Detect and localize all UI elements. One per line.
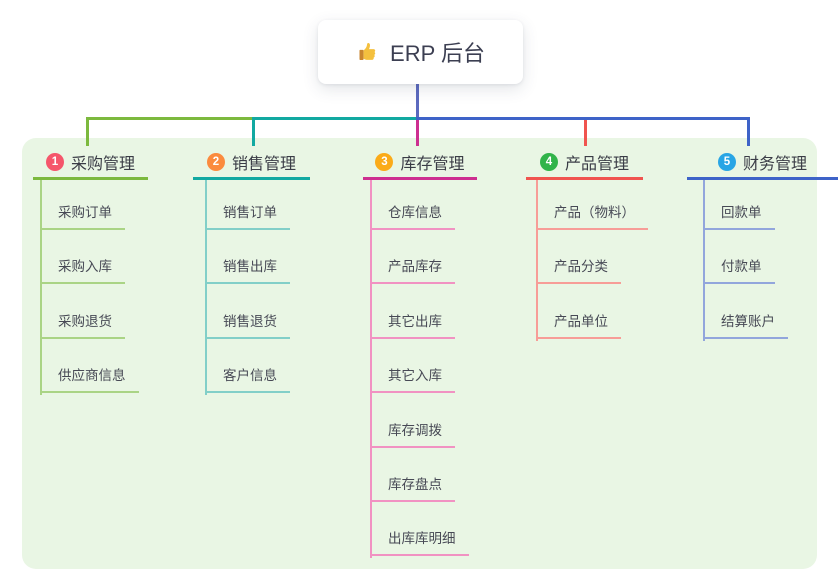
branch-number-badge: 4 [539,152,558,171]
connector-drop-branch-5 [747,117,750,146]
child-node[interactable]: 付款单 [703,258,775,285]
branch-node-4[interactable]: 4 产品管理 [526,146,643,180]
branch-node-label: 产品管理 [564,155,629,173]
child-node[interactable]: 回款单 [703,204,775,230]
child-node[interactable]: 销售订单 [205,204,290,230]
child-node[interactable]: 采购订单 [40,204,125,230]
child-node[interactable]: 出库库明细 [370,530,469,557]
child-node[interactable]: 销售出库 [205,258,290,285]
branch-node-label: 采购管理 [70,155,135,173]
branch-child-line [370,178,372,559]
child-node[interactable]: 仓库信息 [370,204,455,230]
child-node[interactable]: 产品分类 [536,258,621,285]
branch-node-label: 库存管理 [400,155,465,173]
branch-child-line [536,178,538,341]
branch-number-badge: 3 [375,152,394,171]
connector-drop-branch-3 [416,120,419,146]
connector-horizontal-branch-5 [416,117,750,120]
child-node[interactable]: 库存调拨 [370,422,455,448]
connector-drop-branch-4 [584,120,587,146]
connector-drop-branch-1 [86,117,89,146]
child-node[interactable]: 供应商信息 [40,367,139,394]
thumbs-up-icon [356,40,380,64]
root-node-label: ERP 后台 [390,41,485,66]
branch-node-2[interactable]: 2 销售管理 [193,146,310,180]
child-node[interactable]: 产品库存 [370,258,455,285]
branch-child-line [40,178,42,396]
child-node[interactable]: 产品单位 [536,313,621,339]
branch-number-badge: 1 [45,152,64,171]
branch-child-line [703,178,705,341]
root-node[interactable]: ERP 后台 [318,20,523,84]
child-node[interactable]: 结算账户 [703,313,788,339]
branch-child-line [205,178,207,396]
branch-node-1[interactable]: 1 采购管理 [33,146,148,180]
branch-node-3[interactable]: 3 库存管理 [363,146,477,180]
child-node[interactable]: 库存盘点 [370,476,455,502]
child-node[interactable]: 采购入库 [40,258,125,285]
child-node[interactable]: 产品（物料） [536,204,648,230]
connector-horizontal-branch-2 [252,117,419,120]
child-node[interactable]: 其它出库 [370,313,455,339]
branch-node-label: 销售管理 [231,155,296,173]
child-node[interactable]: 其它入库 [370,367,455,394]
branch-number-badge: 2 [206,152,225,171]
child-node[interactable]: 客户信息 [205,367,290,394]
child-node[interactable]: 采购退货 [40,313,125,339]
branch-node-label: 财务管理 [742,155,807,173]
child-node[interactable]: 销售退货 [205,313,290,339]
connector-drop-branch-2 [252,117,255,146]
branch-node-5[interactable]: 5 财务管理 [687,146,838,180]
connector-horizontal-branch-1 [86,117,254,120]
root-connector-line [416,84,419,118]
background-panel [22,138,817,569]
branch-number-badge: 5 [717,152,736,171]
